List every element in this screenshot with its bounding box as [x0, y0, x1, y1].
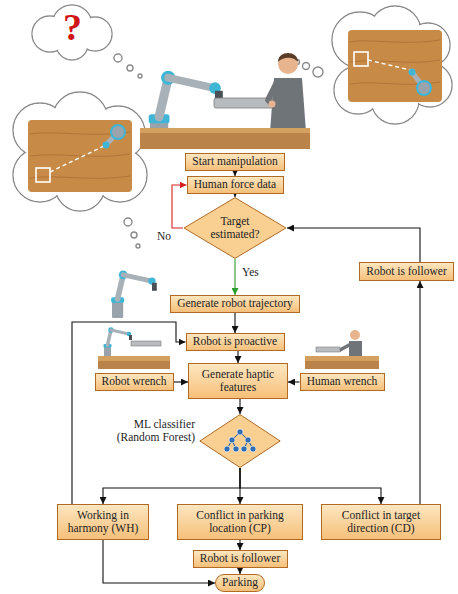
human-thumbnail [305, 330, 379, 369]
flow-arrow [174, 381, 189, 382]
node-text: Robot is proactive [193, 335, 277, 348]
process-box: Robot is follower [193, 550, 288, 568]
node-text: Generate haptic features [194, 368, 282, 394]
thought-bubble [295, 6, 453, 124]
table [140, 133, 310, 149]
process-box: Human wrench [300, 373, 385, 391]
process-box: Working in harmony (WH) [57, 504, 149, 540]
node-text: Target estimated? [203, 215, 267, 241]
process-box: Robot is proactive [186, 333, 285, 351]
node-text: Robot is follower [200, 552, 281, 565]
flow-arrow [237, 351, 238, 363]
collaboration-scene [140, 53, 310, 149]
node-text: Working in harmony (WH) [63, 509, 143, 535]
flow-arrow [103, 468, 240, 504]
carried-object [214, 98, 274, 108]
diamond-outline [199, 414, 281, 468]
process-box: Human force data [187, 176, 284, 194]
thought-bubble [13, 92, 147, 248]
tree-icon [220, 426, 260, 456]
process-box: Generate haptic features [188, 363, 288, 399]
node-text: Human wrench [307, 375, 378, 388]
flow-arrow [239, 540, 240, 550]
process-box: Conflict in target direction (CD) [321, 504, 441, 540]
node-text: Start manipulation [192, 155, 277, 168]
process-box: Start manipulation [185, 153, 285, 171]
edge-label: No [156, 230, 172, 243]
flow-arrow [234, 313, 235, 333]
thought-bubble [32, 5, 142, 78]
process-box: Generate robot trajectory [170, 295, 300, 313]
human-figure [268, 53, 306, 132]
flow-arrow [288, 381, 300, 382]
flow-arrow [72, 322, 186, 504]
node-text: Human force data [194, 178, 276, 191]
decision-diamond: ML classifier (Random Forest) [199, 414, 281, 468]
node-text: Conflict in parking location (CP) [183, 509, 297, 535]
flow-arrow [234, 194, 235, 197]
flow-arrow [234, 259, 235, 295]
edge-label: Yes [241, 266, 260, 279]
flow-arrow [419, 281, 420, 504]
flow-arrow [240, 468, 381, 504]
process-box: Robot is follower [359, 262, 454, 281]
node-text: Robot is follower [366, 265, 447, 278]
process-box: Conflict in parking location (CP) [177, 504, 303, 540]
table [140, 128, 310, 133]
node-text: Parking [222, 576, 258, 589]
decision-diamond: Target estimated? [183, 197, 287, 259]
question-mark: ? [63, 8, 82, 46]
flow-arrow [287, 228, 420, 262]
node-text: Generate robot trajectory [177, 297, 293, 310]
flow-arrow [239, 399, 240, 414]
node-text: Conflict in target direction (CD) [327, 509, 435, 535]
terminal-box: Parking [215, 574, 265, 592]
robot-thumbnail [98, 327, 170, 369]
classifier-label: ML classifier (Random Forest) [101, 418, 195, 444]
process-box: Robot wrench [95, 373, 174, 391]
node-text: Robot wrench [102, 375, 167, 388]
robot-arm [111, 270, 157, 318]
flow-arrow [172, 185, 187, 228]
